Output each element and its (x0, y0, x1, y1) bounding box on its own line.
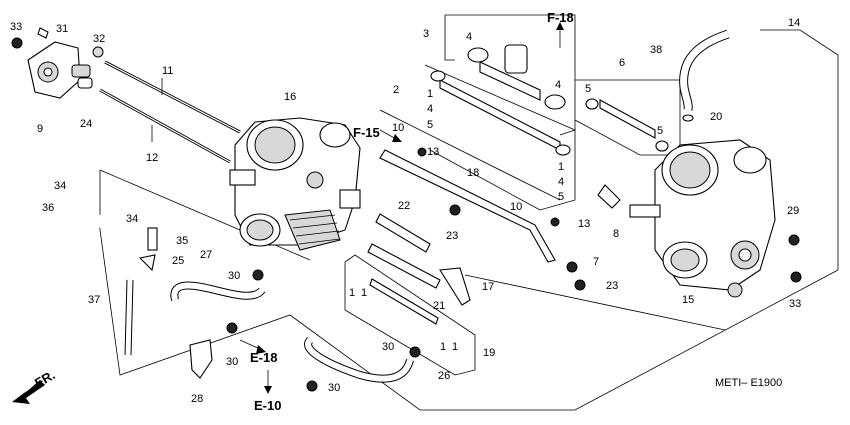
callout-5c: 5 (585, 83, 591, 95)
callout-1e: 1 (440, 341, 446, 353)
callout-32: 32 (93, 33, 105, 45)
callout-5d: 5 (657, 125, 663, 137)
callout-4b: 4 (555, 79, 561, 91)
callout-labels: 33 31 32 9 24 11 12 16 34 36 34 35 25 37… (10, 17, 801, 405)
callout-15: 15 (682, 294, 694, 306)
callout-37: 37 (88, 294, 100, 306)
callout-33b: 33 (789, 298, 801, 310)
callout-35: 35 (176, 235, 188, 247)
arrows (12, 22, 564, 404)
callout-22: 22 (398, 200, 410, 212)
callout-10a: 10 (392, 122, 404, 134)
middle-parts (304, 213, 471, 383)
callout-13a: 13 (427, 146, 439, 158)
callout-4a: 4 (466, 31, 472, 43)
diaphragm-cover (11, 27, 104, 99)
right-carburetor (597, 139, 776, 298)
callout-6: 6 (619, 57, 625, 69)
callout-4c: 4 (427, 103, 433, 115)
callout-31: 31 (56, 23, 68, 35)
callout-30c: 30 (328, 382, 340, 394)
callout-13b: 13 (578, 218, 590, 230)
callout-1f: 1 (452, 341, 458, 353)
callout-23b: 23 (606, 280, 618, 292)
callout-5b: 5 (558, 191, 564, 203)
callout-1c: 1 (349, 287, 355, 299)
callout-16: 16 (284, 91, 296, 103)
callout-5a: 5 (427, 119, 433, 131)
callout-25: 25 (172, 255, 184, 267)
ref-e18: E-18 (250, 350, 277, 365)
callout-30d: 30 (382, 341, 394, 353)
callout-26: 26 (438, 370, 450, 382)
callout-4d: 4 (558, 176, 564, 188)
callout-28: 28 (191, 393, 203, 405)
callout-30a: 30 (228, 270, 240, 282)
front-arrow-icon (12, 380, 45, 404)
callout-7: 7 (593, 256, 599, 268)
callout-8: 8 (613, 228, 619, 240)
callout-24: 24 (80, 118, 92, 130)
callout-27: 27 (200, 249, 212, 261)
fuel-joint-assembly (379, 44, 669, 291)
callout-3: 3 (423, 28, 429, 40)
ref-f15: F-15 (353, 125, 380, 140)
hoses-left (83, 195, 318, 392)
callout-1b: 1 (558, 161, 564, 173)
callout-23a: 23 (446, 230, 458, 242)
hardware-right (566, 234, 802, 283)
callout-17: 17 (482, 281, 494, 293)
callout-14: 14 (788, 17, 800, 29)
group-outlines (99, 14, 839, 411)
callout-33: 33 (10, 21, 22, 33)
callout-21: 21 (433, 300, 445, 312)
callout-34b: 34 (126, 213, 138, 225)
throttle-rods (99, 60, 241, 164)
diagram-code: METI– E1900 (715, 377, 782, 389)
hose-38 (679, 29, 730, 122)
callout-20: 20 (710, 111, 722, 123)
callout-11: 11 (162, 65, 173, 77)
left-carburetor (229, 117, 361, 251)
callout-1d: 1 (361, 287, 367, 299)
ref-f18: F-18 (547, 10, 574, 25)
callout-38: 38 (650, 44, 662, 56)
callout-10b: 10 (510, 201, 522, 213)
callout-9: 9 (37, 123, 43, 135)
callout-36: 36 (42, 202, 54, 214)
callout-29: 29 (787, 205, 799, 217)
callout-2: 2 (393, 84, 399, 96)
callout-18: 18 (467, 167, 479, 179)
callout-34a: 34 (54, 180, 66, 192)
callout-1a: 1 (427, 88, 433, 100)
callout-12: 12 (146, 152, 158, 164)
ref-e10: E-10 (254, 398, 281, 413)
reference-labels: F-18 F-15 E-18 E-10 FR. METI– E1900 (32, 10, 782, 413)
callout-30b: 30 (226, 356, 238, 368)
callout-19: 19 (483, 347, 495, 359)
